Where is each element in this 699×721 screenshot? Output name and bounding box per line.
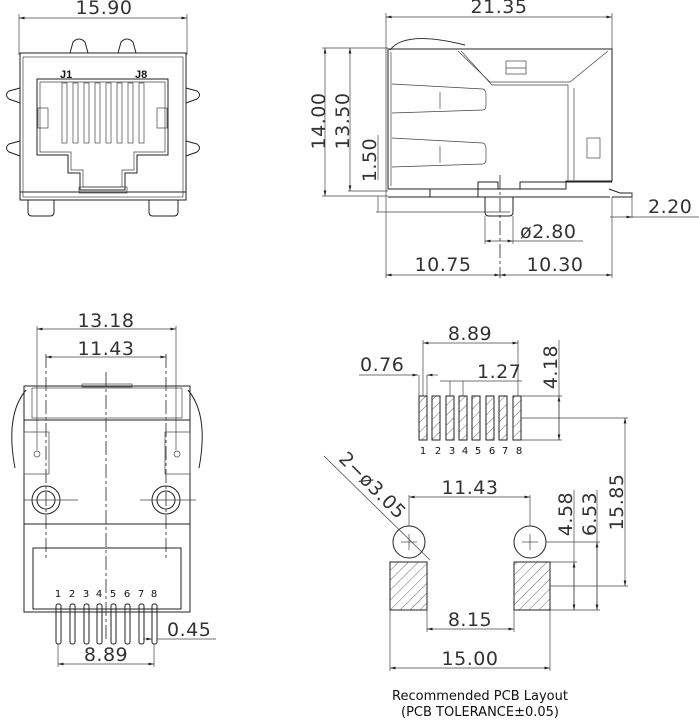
bottom-pin-width-dim: 0.45 — [167, 619, 211, 641]
side-height-dim: 14.00 — [308, 93, 330, 150]
bottom-view: 13.18 11.43 — [11, 310, 216, 667]
shield-pad-right — [513, 561, 551, 611]
front-view: 15.90 J1 J8 — [6, 0, 200, 217]
pcb-shield-span-dim: 15.00 — [442, 648, 499, 670]
pad-label: 5 — [475, 446, 481, 457]
pin-label: 1 — [55, 589, 61, 600]
pin-label: 4 — [96, 589, 102, 600]
side-front-to-post-dim: 10.75 — [415, 254, 472, 276]
pin-label: 7 — [138, 589, 144, 600]
pcb-hole-span-dim: 11.43 — [442, 477, 499, 499]
side-view: 21.35 14.00 13.50 1.50 — [308, 0, 699, 278]
pin-label: 5 — [110, 589, 116, 600]
pcb-pad-width-dim: 0.76 — [360, 354, 404, 376]
contact-label-j8: J8 — [135, 69, 147, 81]
pad-label: 1 — [420, 446, 426, 457]
bottom-pins — [55, 603, 158, 645]
bottom-post-span-dim: 11.43 — [78, 338, 135, 360]
side-post-to-back-dim: 10.30 — [527, 254, 584, 276]
pcb-signal-pads — [418, 395, 522, 441]
pcb-pad-span-dim: 8.89 — [448, 323, 492, 345]
pcb-caption-title: Recommended PCB Layout — [392, 689, 568, 704]
pin-label: 8 — [151, 589, 157, 600]
pcb-hole-to-shield-bottom-dim: 6.53 — [579, 492, 601, 536]
side-tail-dim: 2.20 — [648, 196, 692, 218]
pin-label: 6 — [124, 589, 130, 600]
front-width-dim: 15.90 — [76, 0, 133, 19]
pcb-pad-length-dim: 4.18 — [540, 345, 562, 389]
pin-label: 2 — [69, 589, 75, 600]
bottom-pin-span-dim: 8.89 — [84, 644, 128, 666]
pcb-pads-to-shield-dim: 15.85 — [606, 474, 628, 531]
pad-label: 8 — [516, 446, 522, 457]
pad-label: 2 — [435, 446, 441, 457]
side-post-diameter-dim: ø2.80 — [520, 221, 576, 243]
contact-label-j1: J1 — [60, 69, 72, 81]
pcb-layout: 8.89 0.76 1.27 1 2 3 4 5 6 7 8 — [323, 323, 628, 720]
pin-label: 3 — [83, 589, 89, 600]
pad-label: 3 — [449, 446, 455, 457]
side-body-height-dim: 13.50 — [332, 93, 354, 150]
bottom-outer-span-dim: 13.18 — [78, 310, 135, 332]
pcb-hole-dim: 2−ø3.05 — [334, 448, 410, 524]
pcb-hole-to-shield-dim: 4.58 — [555, 492, 577, 536]
front-contacts — [61, 82, 145, 144]
shield-pad-left — [389, 561, 428, 611]
pcb-caption-tolerance: (PCB TOLERANCE±0.05) — [401, 705, 559, 720]
pad-label: 7 — [502, 446, 508, 457]
side-standoff-dim: 1.50 — [359, 138, 381, 182]
side-length-dim: 21.35 — [471, 0, 528, 18]
pcb-pitch-dim: 1.27 — [477, 361, 521, 383]
pad-label: 4 — [462, 446, 468, 457]
pcb-shield-gap-dim: 8.15 — [448, 609, 492, 631]
pad-label: 6 — [489, 446, 495, 457]
